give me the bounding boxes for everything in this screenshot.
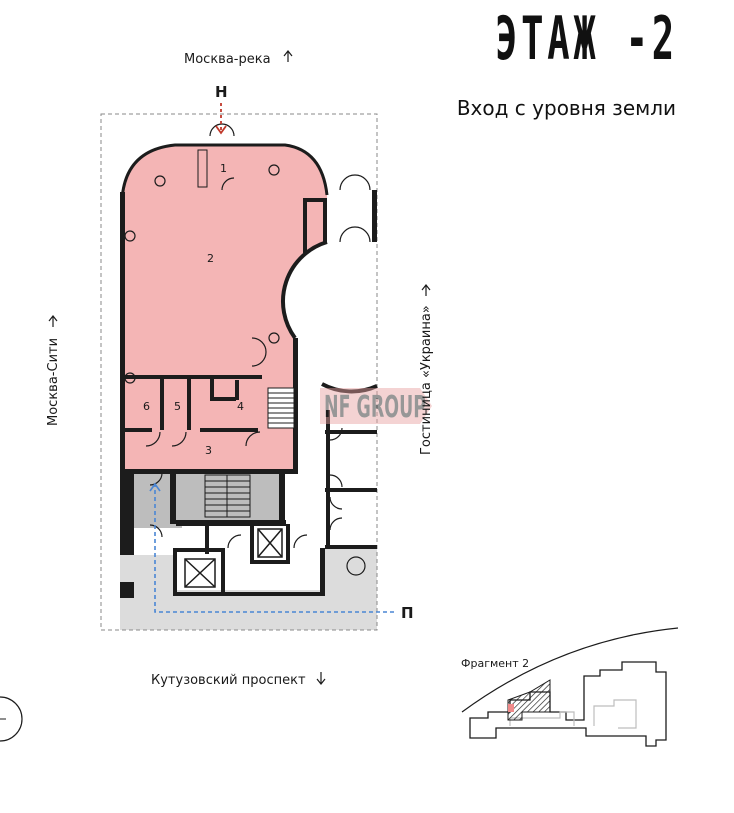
floor-title: ЭТАЖ -2 <box>495 4 678 74</box>
watermark: NF GROUP <box>320 388 432 425</box>
parking-entrance-label: П <box>401 604 414 622</box>
site-boundary <box>100 113 378 631</box>
south-arrow-icon <box>316 672 326 685</box>
room-number: 6 <box>143 400 150 413</box>
north-label: Москва-река <box>184 52 271 67</box>
room-number: 5 <box>174 400 181 413</box>
east-label: Гостиница «Украина» <box>419 305 434 455</box>
key-plan: Фрагмент 2 <box>461 627 679 747</box>
room-numbers: 1 2 3 4 5 6 <box>143 162 244 457</box>
doors <box>145 123 371 549</box>
pedestrian-route <box>215 103 227 135</box>
elevators <box>184 528 283 588</box>
east-arrow-icon <box>421 284 431 296</box>
key-plan-label: Фрагмент 2 <box>461 657 529 670</box>
room-number: 1 <box>220 162 227 175</box>
outdoor-area <box>120 545 377 630</box>
south-label: Кутузовский проспект <box>151 673 306 688</box>
west-label: Москва-Сити <box>46 338 61 426</box>
watermark-text: NF GROUP <box>324 390 426 425</box>
room-number: 3 <box>205 444 212 457</box>
floor-subtitle: Вход с уровня земли <box>456 96 676 120</box>
north-arrow-icon <box>283 50 293 62</box>
pedestrian-entrance-label: Н <box>215 83 228 101</box>
parking-route <box>149 482 394 613</box>
walls <box>120 143 378 598</box>
west-arrow-icon <box>48 315 58 327</box>
compass-icon <box>0 696 23 742</box>
stairs <box>197 149 295 518</box>
columns <box>124 164 366 576</box>
room-number: 2 <box>207 252 214 265</box>
room-number: 4 <box>237 400 244 413</box>
